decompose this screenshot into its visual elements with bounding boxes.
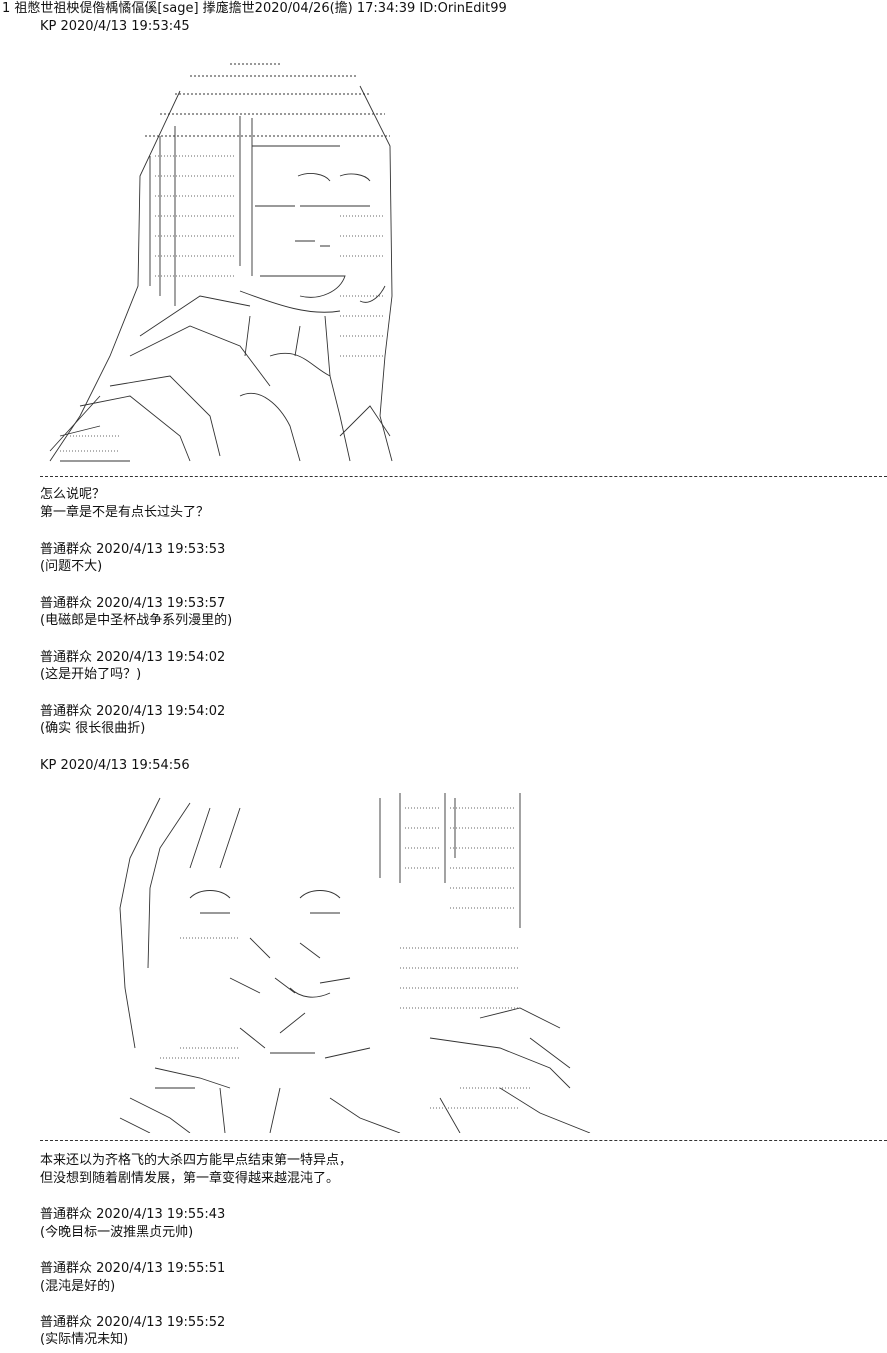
kp-speaker-line: KP 2020/4/13 19:54:56 (40, 758, 190, 773)
ascii-art-figure-2 (100, 788, 600, 1133)
comment-body: (问题不大) (40, 559, 103, 574)
kp-speaker-line: KP 2020/4/13 19:53:45 (40, 19, 190, 34)
section-divider (40, 1140, 887, 1141)
section-divider (40, 476, 887, 477)
comment-body: (电磁郎是中圣杯战争系列漫里的) (40, 613, 233, 628)
comment-head: 普通群众 2020/4/13 19:54:02 (40, 650, 226, 665)
post-header: 1 祖憋世祖柍偍偺楀憰偪傒[sage] 搼庬擔世2020/04/26(擔) 17… (2, 1, 507, 16)
comment-head: 普通群众 2020/4/13 19:53:53 (40, 542, 226, 557)
comment-head: 普通群众 2020/4/13 19:54:02 (40, 704, 226, 719)
comment-body: (混沌是好的) (40, 1279, 116, 1294)
comment-head: 普通群众 2020/4/13 19:55:52 (40, 1315, 226, 1330)
comment-head: 普通群众 2020/4/13 19:55:43 (40, 1207, 226, 1222)
comment-body: (确实 很长很曲折) (40, 721, 146, 736)
ascii-art-figure-1 (40, 56, 400, 468)
kp-text-line: 本来还以为齐格飞的大杀四方能早点结束第一特异点， (40, 1153, 353, 1168)
comment-head: 普通群众 2020/4/13 19:53:57 (40, 596, 226, 611)
kp-text-line: 怎么说呢？ (40, 487, 106, 502)
kp-text-line: 第一章是不是有点长过头了？ (40, 505, 210, 520)
kp-text-line: 但没想到随着剧情发展，第一章变得越来越混沌了。 (40, 1171, 340, 1186)
comment-body: (实际情况未知) (40, 1332, 129, 1347)
comment-body: (这是开始了吗？) (40, 667, 142, 682)
comment-body: (今晚目标一波推黑贞元帅) (40, 1225, 194, 1240)
comment-head: 普通群众 2020/4/13 19:55:51 (40, 1261, 226, 1276)
